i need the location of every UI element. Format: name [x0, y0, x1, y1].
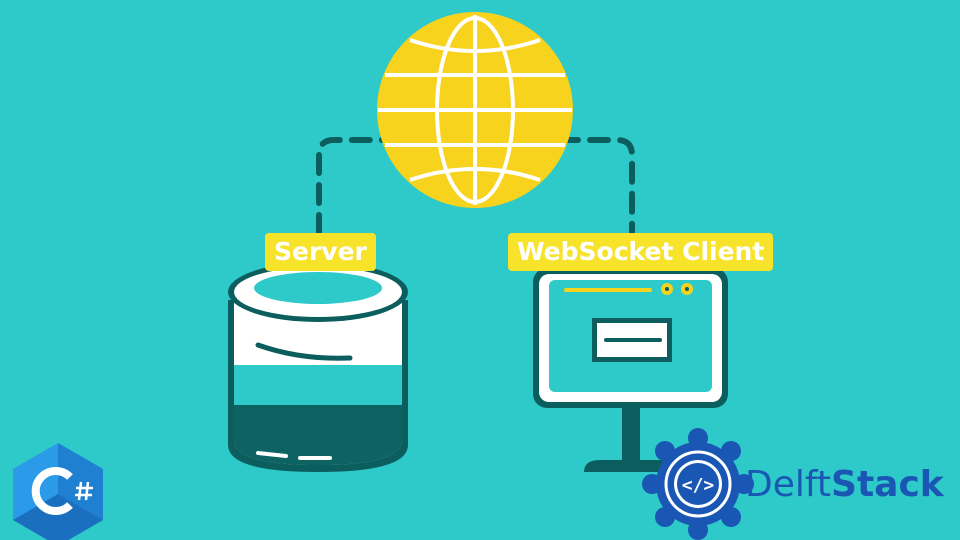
delftstack-logo-text: </> — [682, 475, 715, 496]
brand-name-part2: Stack — [831, 464, 944, 505]
server-label: Server — [265, 233, 376, 271]
csharp-logo-icon — [13, 443, 103, 540]
delftstack-brand-name: DelftStack — [745, 463, 944, 507]
database-icon — [228, 262, 408, 472]
delftstack-logo-icon: </> — [642, 428, 754, 540]
monitor-icon — [533, 268, 728, 472]
server-connection-line — [316, 137, 395, 236]
websocket-client-label: WebSocket Client — [508, 233, 774, 271]
globe-icon — [377, 12, 573, 208]
connection-lines — [316, 137, 635, 236]
client-connection-line — [557, 137, 635, 236]
brand-name-part1: Delft — [745, 464, 832, 505]
